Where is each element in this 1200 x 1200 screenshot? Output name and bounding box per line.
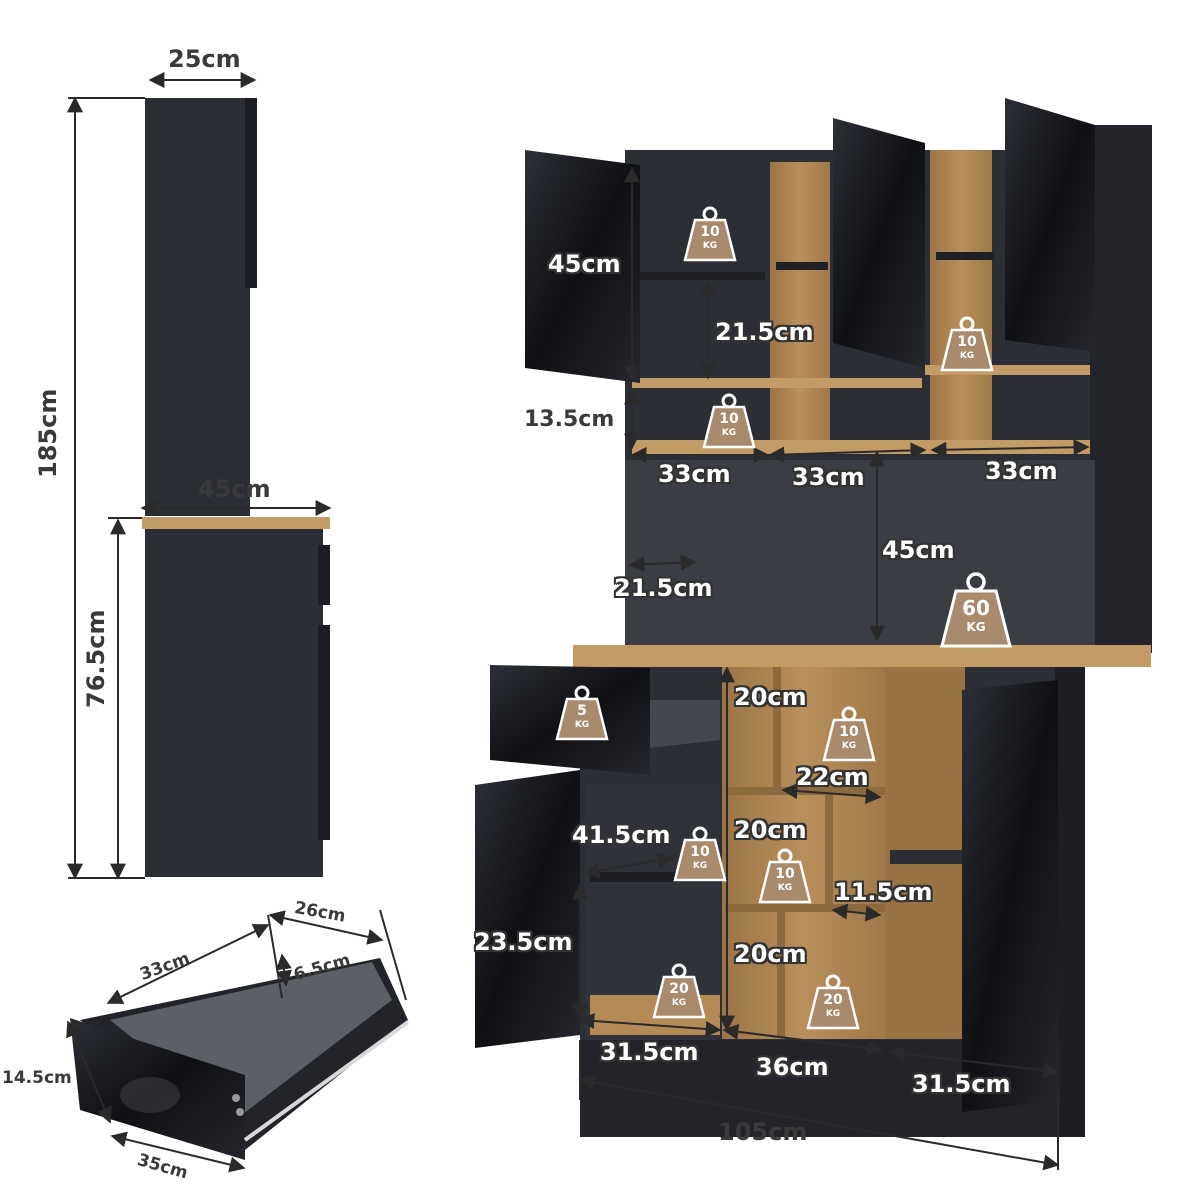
cubby-width-label: 22cm <box>796 763 869 791</box>
side-base-height-label: 76.5cm <box>82 609 110 708</box>
compartment-width-1-label: 33cm <box>658 460 731 488</box>
cubby-height-2-label: 20cm <box>734 816 807 844</box>
upper-cabinet-height-label: 45cm <box>548 250 621 278</box>
upper-right-door <box>1005 98 1095 352</box>
section-width-middle-label: 36cm <box>756 1053 829 1081</box>
side-top-depth-label: 25cm <box>168 45 241 73</box>
drawer-dimension-lines <box>66 909 407 1173</box>
side-base-depth-label: 45cm <box>198 475 271 503</box>
compartment-width-3-label: 33cm <box>985 457 1058 485</box>
side-countertop <box>142 517 330 529</box>
total-width-label: 105cm <box>718 1118 808 1146</box>
section-width-left-label: 31.5cm <box>600 1038 699 1066</box>
countertop <box>573 645 1151 667</box>
drawer-front-height-label: 14.5cm <box>2 1068 72 1088</box>
main-dimension-lines <box>572 166 1090 1171</box>
side-total-height-label: 185cm <box>34 388 62 478</box>
lower-left-door <box>475 770 580 1048</box>
upper-middle-door <box>833 118 925 368</box>
section-width-right-label: 31.5cm <box>912 1070 1011 1098</box>
cubby-height-3-label: 20cm <box>734 940 807 968</box>
small-cubby-width-label: 11.5cm <box>834 878 933 906</box>
side-profile-view <box>142 98 330 877</box>
side-upper-hutch <box>145 98 250 516</box>
upper-inner-shelf-height-label: 21.5cm <box>715 318 814 346</box>
compartment-width-2-label: 33cm <box>792 463 865 491</box>
open-area-depth-label: 21.5cm <box>614 574 713 602</box>
side-base-cabinet <box>145 529 323 877</box>
cabinet-shelf-height-label: 23.5cm <box>474 928 573 956</box>
lower-right-door <box>962 680 1058 1112</box>
cubby-height-1-label: 20cm <box>734 683 807 711</box>
open-shelf-height-label: 13.5cm <box>524 407 615 432</box>
cabinet-depth-label: 41.5cm <box>572 821 671 849</box>
drawer-detail-view <box>70 958 410 1160</box>
open-area-height-label: 45cm <box>882 536 955 564</box>
upper-left-door <box>525 150 640 383</box>
side-dimension-lines <box>67 72 332 880</box>
